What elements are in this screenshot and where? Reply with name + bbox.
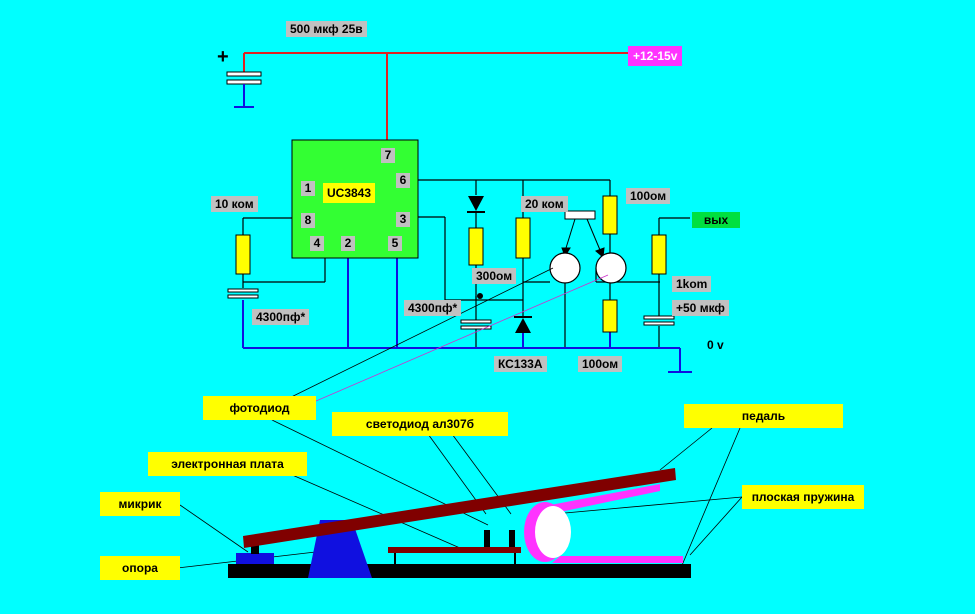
capacitor-4300-left-label: 4300пф* bbox=[252, 309, 310, 325]
sensor-right bbox=[509, 530, 515, 547]
resistor-100-top-label: 100ом bbox=[626, 188, 671, 204]
resistor-100-top bbox=[602, 195, 618, 235]
resistor-300 bbox=[468, 227, 484, 266]
microswitch bbox=[236, 553, 274, 564]
resistor-20k bbox=[515, 217, 531, 259]
capacitor-main-label: 500 мкф 25в bbox=[286, 21, 367, 37]
resistor-100-bottom-label: 100ом bbox=[578, 356, 623, 372]
resistor-10k bbox=[235, 234, 251, 275]
led-circle bbox=[595, 252, 627, 284]
resistor-100-bottom bbox=[602, 299, 618, 333]
callout-microswitch: микрик bbox=[100, 492, 180, 516]
capacitors bbox=[227, 288, 675, 330]
ground-wires bbox=[242, 258, 692, 373]
led-leader-magenta bbox=[271, 274, 609, 421]
spring-bottom bbox=[552, 556, 683, 563]
callout-flat-spring: плоская пружина bbox=[742, 485, 864, 509]
spring-top bbox=[540, 484, 660, 512]
chip-pin-8: 8 bbox=[301, 213, 315, 228]
resistors bbox=[235, 195, 667, 333]
supply-wires bbox=[243, 52, 628, 140]
capacitor-50 bbox=[643, 315, 675, 320]
chip-pin-3: 3 bbox=[396, 212, 410, 227]
zener-diode bbox=[514, 316, 532, 333]
capacitor-4300-mid-b bbox=[460, 325, 492, 330]
trimmer-resistor bbox=[564, 210, 596, 220]
chip-pin-5: 5 bbox=[388, 236, 402, 251]
plus-sign: + bbox=[217, 46, 229, 68]
signal-wires bbox=[242, 179, 690, 348]
chip-pin-6: 6 bbox=[396, 173, 410, 188]
capacitor-50-b bbox=[643, 321, 675, 326]
callout-pedal: педаль bbox=[684, 404, 843, 428]
ground-label: 0 v bbox=[707, 338, 724, 352]
pedal-board bbox=[243, 468, 676, 548]
resistor-1k bbox=[651, 234, 667, 275]
zener-label: КС133А bbox=[494, 356, 547, 372]
diode-top bbox=[467, 196, 485, 213]
chip-pin-7: 7 bbox=[381, 148, 395, 163]
capacitor-50-label: +50 мкф bbox=[672, 300, 729, 316]
callout-support: опора bbox=[100, 556, 180, 580]
capacitor-4300-mid bbox=[460, 319, 492, 324]
pedal-assembly bbox=[228, 468, 691, 578]
photodiode-circle bbox=[549, 252, 581, 284]
resistor-20k-label: 20 ком bbox=[521, 196, 568, 212]
main-capacitor bbox=[226, 71, 262, 108]
capacitor-4300-left bbox=[227, 288, 259, 293]
supply-label: +12-15v bbox=[628, 46, 683, 66]
trimmer-arrows bbox=[561, 218, 605, 258]
board-plate bbox=[388, 547, 521, 553]
output-label: вых bbox=[692, 212, 740, 228]
callout-led: светодиод ал307б bbox=[332, 412, 508, 436]
resistor-10k-label: 10 ком bbox=[211, 196, 258, 212]
chip-pin-1: 1 bbox=[301, 181, 315, 196]
callout-photodiode: фотодиод bbox=[203, 396, 316, 420]
callout-board: электронная плата bbox=[148, 452, 307, 476]
resistor-1k-label: 1kom bbox=[672, 276, 712, 292]
spring-coil-inner bbox=[535, 506, 571, 558]
microswitch-button bbox=[251, 544, 259, 554]
capacitor-4300-mid-label: 4300пф* bbox=[404, 300, 462, 316]
base-plate bbox=[228, 564, 691, 578]
capacitor-4300-left-b bbox=[227, 294, 259, 299]
chip-name: UC3843 bbox=[323, 183, 376, 203]
sensor-left bbox=[484, 530, 490, 547]
resistor-300-label: 300ом bbox=[472, 268, 517, 284]
chip-pin-4: 4 bbox=[310, 236, 324, 251]
chip-pin-2: 2 bbox=[341, 236, 355, 251]
junction-dot bbox=[477, 293, 483, 299]
